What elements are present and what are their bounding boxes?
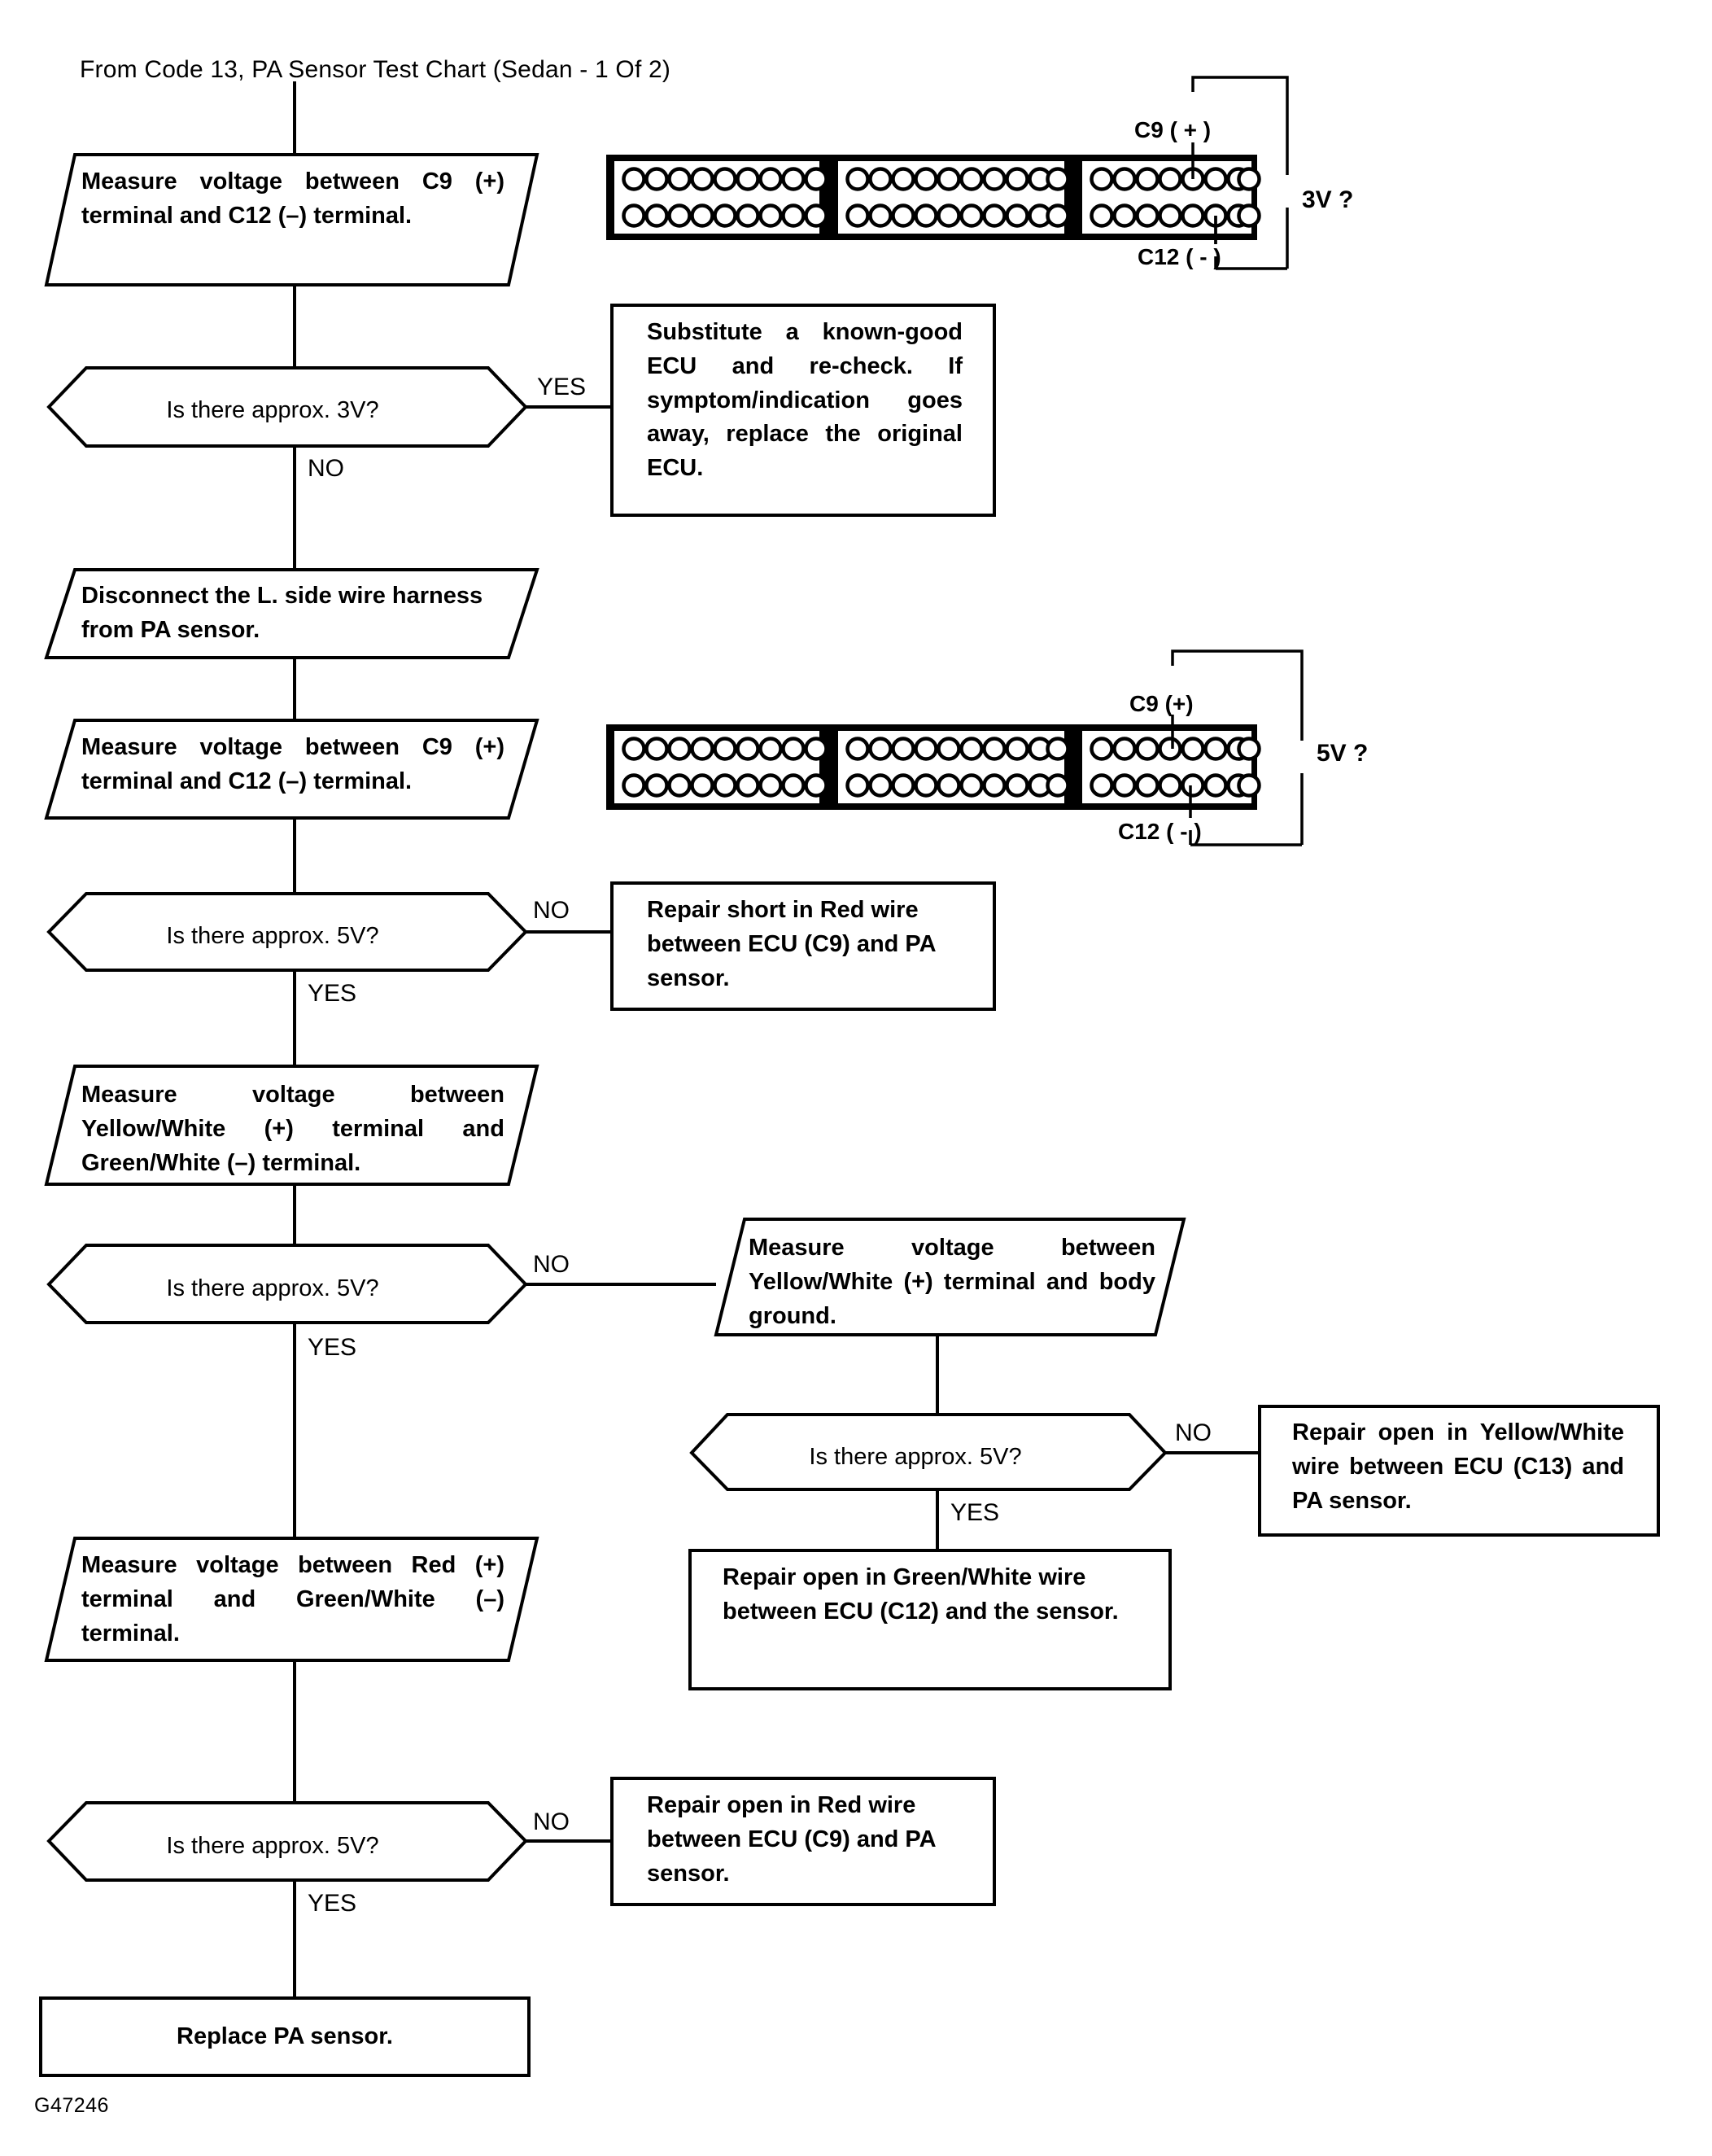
branch-label-yes-1: YES — [537, 374, 587, 400]
connector-bottom-section-1-pins — [622, 737, 828, 798]
decision-5v-4-text: Is there approx. 5V? — [166, 1833, 379, 1859]
decision-5v-1-text: Is there approx. 5V? — [166, 923, 379, 949]
action-repair-open-yw-text: Repair open in Yellow/White wire between… — [1292, 1419, 1631, 1514]
step-measure-c9-c12-b-text: Measure voltage between C9 (+) terminal … — [81, 734, 512, 794]
branch-label-yes-5: YES — [308, 1890, 357, 1917]
decision-5v-3-text: Is there approx. 5V? — [809, 1444, 1022, 1470]
action-repair-short-red-text: Repair short in Red wire between ECU (C9… — [647, 897, 942, 991]
connector-top-diagram — [606, 76, 1289, 270]
step-measure-yw-gw-text: Measure voltage between Yellow/White (+)… — [81, 1082, 512, 1176]
branch-label-yes-3: YES — [308, 1334, 357, 1361]
connector-bottom-probe-positive-label: C9 (+) — [1129, 691, 1194, 716]
step-measure-yw-ground-text: Measure voltage between Yellow/White (+)… — [749, 1235, 1163, 1329]
connector-top-section-2-pins — [845, 167, 1070, 228]
branch-label-no-4: NO — [1175, 1419, 1212, 1446]
branch-label-no-2: NO — [533, 897, 570, 924]
action-replace-sensor-text: Replace PA sensor. — [177, 2023, 393, 2049]
connector-top-measurement-label: 3V ? — [1302, 186, 1354, 213]
action-repair-open-gw-text: Repair open in Green/White wire between … — [723, 1564, 1119, 1625]
branch-label-yes-2: YES — [308, 980, 357, 1007]
connector-bottom-section-3-pins — [1090, 737, 1261, 798]
connector-bottom-section-2-pins — [845, 737, 1070, 798]
connector-bottom-measurement-label: 5V ? — [1317, 740, 1369, 767]
connector-top-section-3-pins — [1090, 167, 1261, 228]
page-title: From Code 13, PA Sensor Test Chart (Seda… — [80, 56, 671, 83]
figure-code: G47246 — [34, 2094, 109, 2117]
branch-label-no-5: NO — [533, 1808, 570, 1835]
connector-top-probe-negative-label: C12 ( - ) — [1138, 244, 1221, 269]
branch-label-no-3: NO — [533, 1251, 570, 1278]
connector-top-section-1-pins — [622, 167, 828, 228]
branch-label-no-1: NO — [308, 455, 344, 482]
step-measure-red-gw-text: Measure voltage between Red (+) terminal… — [81, 1552, 512, 1647]
connector-bottom-probe-negative-label: C12 ( - ) — [1118, 819, 1202, 844]
step-disconnect-harness-text: Disconnect the L. side wire harness from… — [81, 583, 490, 643]
action-repair-open-red-text: Repair open in Red wire between ECU (C9)… — [647, 1792, 942, 1887]
action-substitute-ecu-text: Substitute a known-good ECU and re-check… — [647, 319, 970, 481]
step-measure-c9-c12-a-text: Measure voltage between C9 (+) terminal … — [81, 168, 512, 229]
connector-top-probe-positive-label: C9 ( + ) — [1134, 117, 1212, 142]
decision-3v-text: Is there approx. 3V? — [166, 397, 379, 423]
branch-label-yes-4: YES — [950, 1499, 1000, 1526]
decision-5v-2-text: Is there approx. 5V? — [166, 1275, 379, 1301]
connector-top-probe-leads — [1191, 76, 1289, 270]
